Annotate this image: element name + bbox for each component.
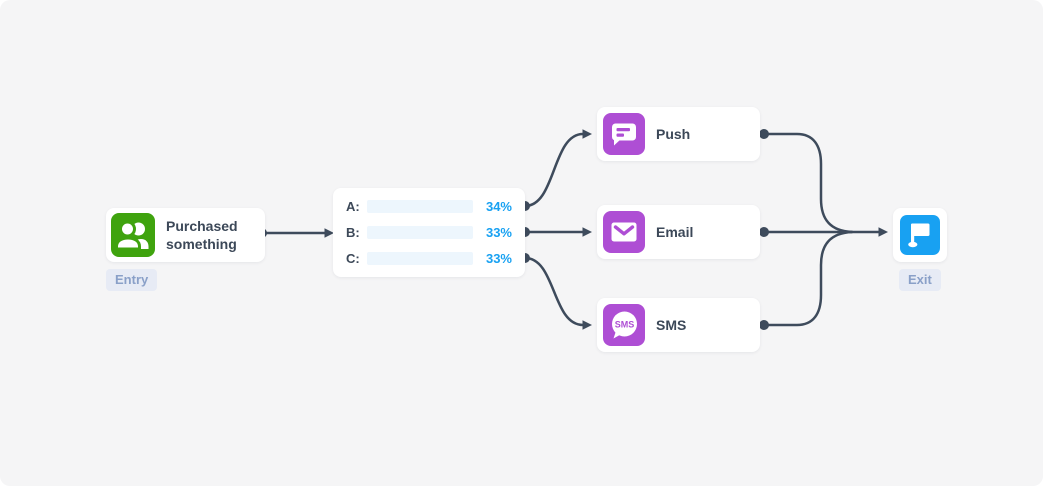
arrowhead-sms — [582, 320, 592, 330]
edge-split-c-to-sms — [523, 256, 585, 327]
split-row-label: B: — [346, 224, 360, 240]
push-notification-icon — [603, 113, 645, 155]
port-email-out[interactable] — [759, 227, 769, 237]
svg-text:SMS: SMS — [615, 319, 635, 329]
arrowhead-exit — [878, 227, 888, 237]
split-row-b: B: 33% — [346, 219, 512, 245]
email-node[interactable]: Email — [597, 205, 760, 259]
port-sms-out[interactable] — [759, 320, 769, 330]
flag-icon — [900, 215, 940, 255]
split-row-a: A: 34% — [346, 193, 512, 219]
split-row-c: C: 33% — [346, 245, 512, 271]
exit-node[interactable] — [893, 208, 947, 262]
split-bar-track — [367, 225, 473, 239]
people-icon — [111, 213, 155, 257]
entry-badge: Entry — [106, 269, 158, 291]
split-bar-track — [367, 199, 473, 213]
arrowhead-push — [582, 129, 592, 139]
split-node[interactable]: A: 34% B: 33% C: 33% — [333, 188, 525, 277]
split-bar-track — [367, 251, 473, 265]
split-row-label: C: — [346, 250, 360, 266]
split-row-percent: 33% — [485, 224, 512, 240]
arrowhead-split — [324, 228, 334, 238]
push-node[interactable]: Push — [597, 107, 760, 161]
sms-icon: SMS — [603, 304, 645, 346]
edge-split-a-to-push — [523, 132, 585, 208]
split-row-percent: 34% — [485, 198, 512, 214]
arrowhead-email — [582, 227, 592, 237]
port-push-out[interactable] — [759, 129, 769, 139]
split-row-label: A: — [346, 198, 360, 214]
sms-node[interactable]: SMS SMS — [597, 298, 760, 352]
entry-node[interactable]: Purchased something — [106, 208, 265, 262]
exit-badge: Exit — [899, 269, 941, 291]
split-row-percent: 33% — [485, 250, 512, 266]
email-icon — [603, 211, 645, 253]
edge-sms-to-merge — [762, 230, 854, 327]
edge-push-to-merge — [762, 132, 854, 234]
push-node-label: Push — [656, 126, 691, 142]
email-node-label: Email — [656, 224, 694, 240]
sms-node-label: SMS — [656, 317, 687, 333]
entry-node-label: Purchased something — [166, 218, 238, 252]
